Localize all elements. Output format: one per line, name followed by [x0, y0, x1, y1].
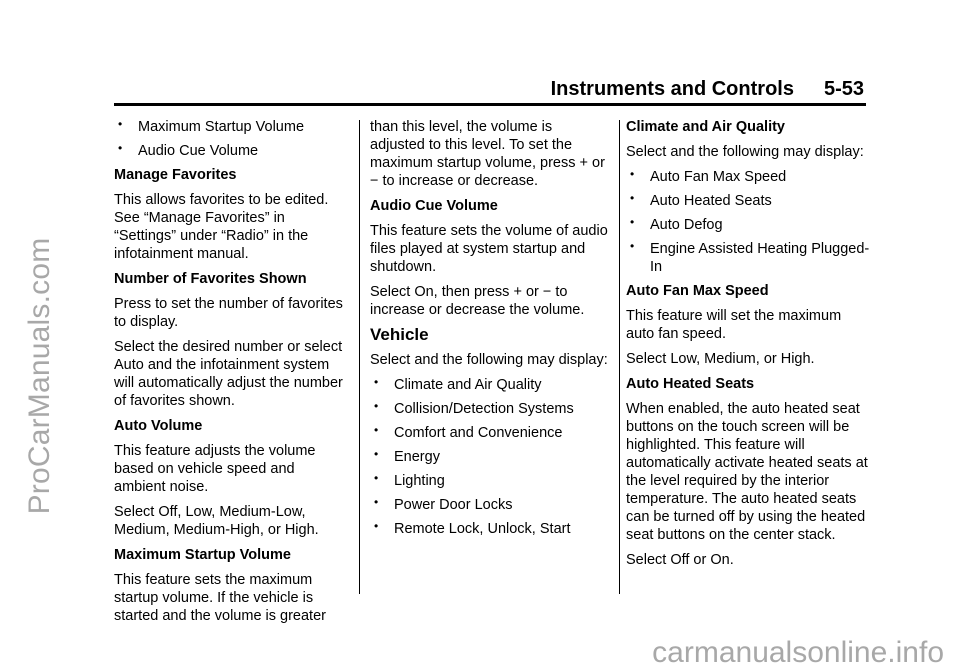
- paragraph: This feature adjusts the volume based on…: [114, 443, 316, 495]
- bullet-list: Maximum Startup Volume Audio Cue Volume: [114, 115, 348, 160]
- section-heading: Maximum Startup Volume: [114, 547, 291, 563]
- footer-watermark: carmanualsonline.info: [652, 636, 944, 669]
- list-item: Remote Lock, Unlock, Start: [370, 517, 610, 538]
- header-rule: [114, 103, 866, 106]
- list-item: Engine Assisted Heating Plugged-In: [626, 237, 872, 276]
- list-item: Maximum Startup Volume: [114, 115, 348, 136]
- column-divider: [359, 120, 360, 594]
- paragraph: than this level, the volume is adjusted …: [370, 119, 605, 189]
- paragraph: Select On, then press + or − to increase…: [370, 284, 585, 318]
- paragraph: Select Low, Medium, or High.: [626, 351, 815, 367]
- list-item: Comfort and Convenience: [370, 421, 610, 442]
- paragraph: Select and the following may display:: [370, 352, 608, 368]
- column-divider: [619, 120, 620, 594]
- section-heading: Manage Favorites: [114, 167, 237, 183]
- bullet-list: Climate and Air Quality Collision/Detect…: [370, 373, 610, 538]
- list-item: Auto Heated Seats: [626, 189, 872, 210]
- column-left: Maximum Startup Volume Audio Cue Volume …: [114, 115, 348, 632]
- list-item: Auto Defog: [626, 213, 872, 234]
- column-right: Climate and Air Quality Select and the f…: [626, 118, 872, 576]
- list-item: Audio Cue Volume: [114, 139, 348, 160]
- list-item: Power Door Locks: [370, 493, 610, 514]
- list-item: Auto Fan Max Speed: [626, 165, 872, 186]
- paragraph: When enabled, the auto heated seat butto…: [626, 401, 868, 543]
- list-item: Collision/Detection Systems: [370, 397, 610, 418]
- section-heading: Auto Heated Seats: [626, 376, 755, 392]
- section-heading: Number of Favorites Shown: [114, 271, 307, 287]
- paragraph: This allows favorites to be edited. See …: [114, 192, 329, 262]
- paragraph: Select Off, Low, Medium-Low, Medium, Med…: [114, 504, 319, 538]
- paragraph: This feature sets the maximum startup vo…: [114, 572, 326, 624]
- section-heading: Climate and Air Quality: [626, 119, 785, 135]
- bullet-list: Auto Fan Max Speed Auto Heated Seats Aut…: [626, 165, 872, 276]
- side-watermark: ProCarManuals.com: [23, 237, 56, 515]
- page-header: Instruments and Controls 5-53: [551, 78, 864, 101]
- paragraph: Press to set the number of favorites to …: [114, 296, 343, 330]
- section-heading: Auto Fan Max Speed: [626, 283, 769, 299]
- paragraph: This feature will set the maximum auto f…: [626, 308, 842, 342]
- paragraph: Select Off or On.: [626, 552, 734, 568]
- paragraph: Select and the following may display:: [626, 144, 864, 160]
- section-title: Instruments and Controls: [550, 78, 794, 100]
- section-heading: Auto Volume: [114, 418, 203, 434]
- column-middle: than this level, the volume is adjusted …: [370, 118, 610, 544]
- list-item: Energy: [370, 445, 610, 466]
- list-item: Climate and Air Quality: [370, 373, 610, 394]
- major-heading: Vehicle: [370, 325, 429, 344]
- list-item: Lighting: [370, 469, 610, 490]
- page-number: 5-53: [823, 78, 864, 100]
- paragraph: Select the desired number or select Auto…: [114, 339, 343, 409]
- section-heading: Audio Cue Volume: [370, 198, 498, 214]
- paragraph: This feature sets the volume of audio fi…: [370, 223, 608, 275]
